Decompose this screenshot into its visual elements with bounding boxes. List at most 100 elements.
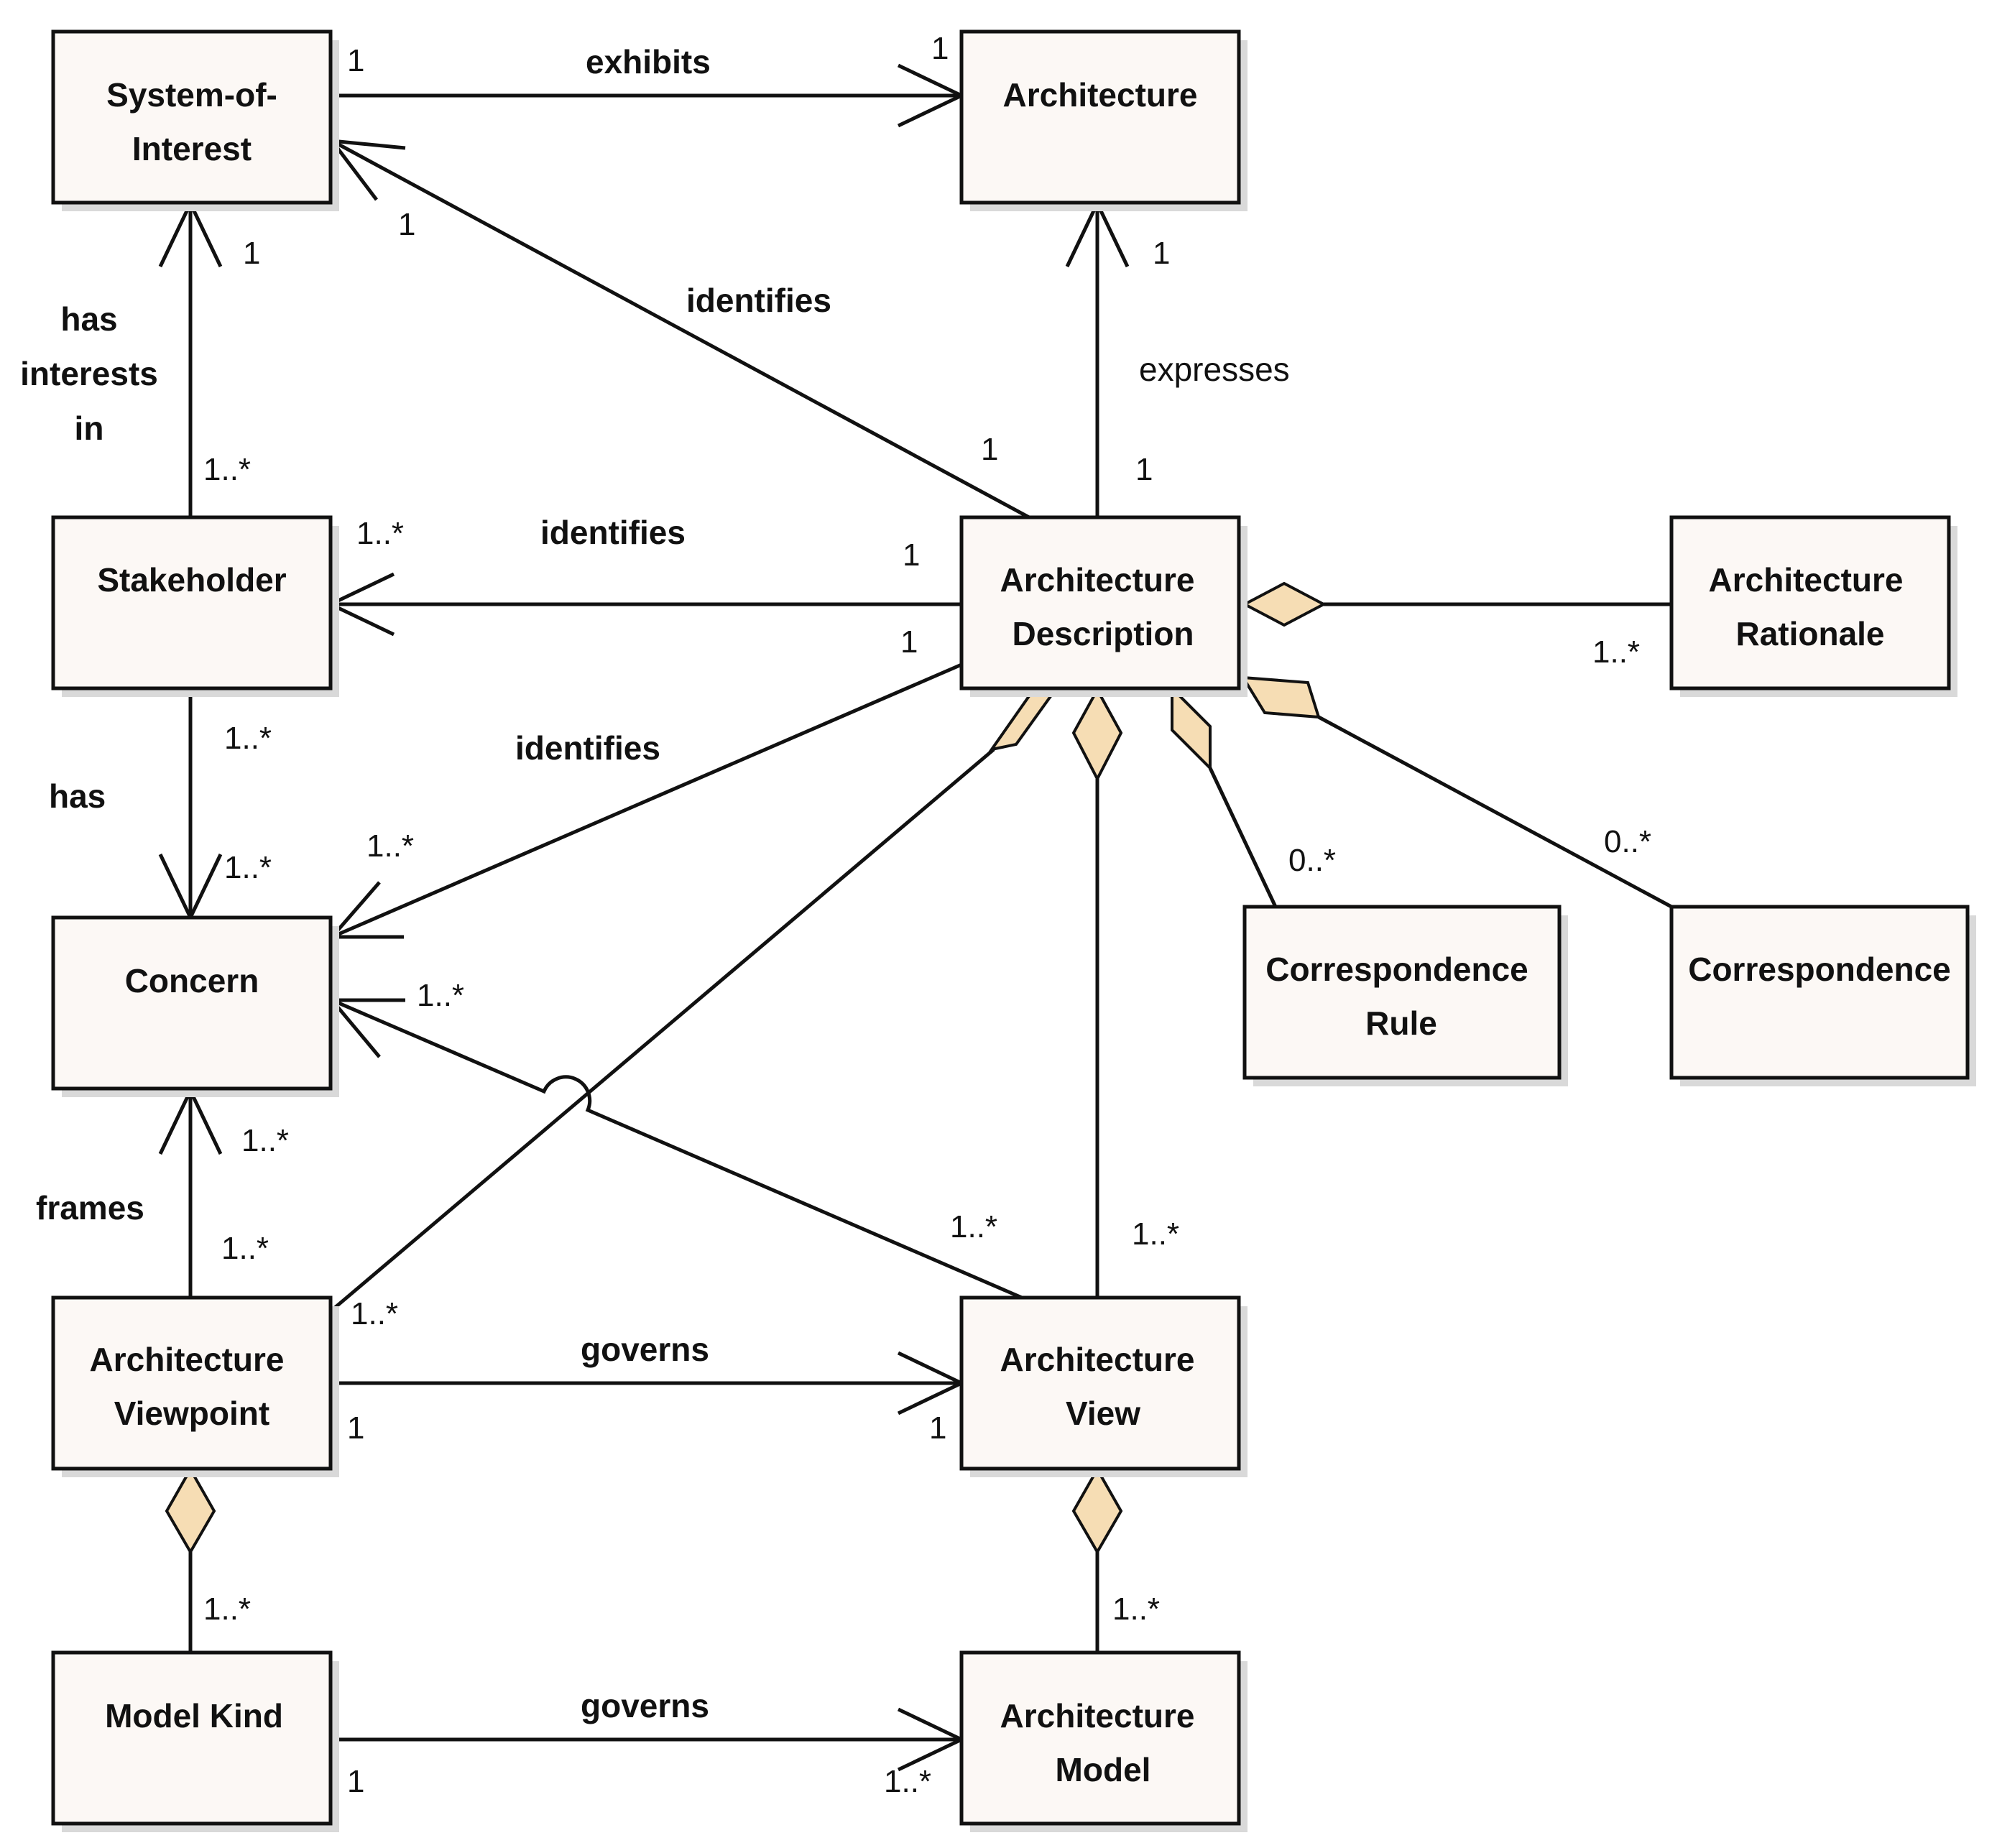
- identifies-concern-label: identifies: [515, 729, 660, 767]
- architecture-view-label-1: Architecture: [1000, 1341, 1195, 1378]
- svg-text:1..*: 1..*: [366, 828, 414, 864]
- svg-text:1..*: 1..*: [1132, 1216, 1179, 1252]
- svg-text:Concern: Concern: [125, 962, 259, 999]
- svg-text:1: 1: [1153, 236, 1170, 271]
- mult-stakeholder-has: 1..*: [224, 721, 272, 756]
- mult-view-concern: 1..*: [950, 1209, 997, 1244]
- architecture-view-label-2: View: [1066, 1395, 1140, 1432]
- svg-text:1..*: 1..*: [1112, 1591, 1160, 1627]
- svg-text:1..*: 1..*: [950, 1209, 997, 1244]
- svg-text:1..*: 1..*: [203, 1591, 251, 1627]
- mult-soi-stakeholder: 1: [243, 236, 260, 271]
- class-architecture-view[interactable]: Architecture View: [959, 1295, 1247, 1477]
- identifies-concern-line: [331, 662, 962, 939]
- has-label: has: [49, 777, 106, 815]
- mult-viewpoint-governs: 1: [347, 1410, 364, 1446]
- class-stakeholder[interactable]: Stakeholder: [51, 515, 339, 697]
- view-concern-line: [331, 998, 1023, 1300]
- svg-text:Model: Model: [1056, 1751, 1151, 1788]
- svg-text:1..*: 1..*: [356, 516, 404, 551]
- mult-correspondence: 0..*: [1604, 824, 1651, 859]
- identifies-soi-line: [331, 139, 1030, 519]
- model-diamond-icon: [1071, 1466, 1123, 1555]
- svg-text:Rule: Rule: [1365, 1004, 1437, 1042]
- system-of-interest-label-1: System-of-: [106, 76, 277, 114]
- svg-text:1..*: 1..*: [224, 850, 272, 885]
- class-architecture-viewpoint[interactable]: Architecture Viewpoint: [51, 1295, 339, 1477]
- class-architecture[interactable]: Architecture: [959, 29, 1247, 211]
- svg-text:1: 1: [1135, 452, 1153, 487]
- aggregation-diamonds: [165, 581, 1327, 1555]
- svg-text:1: 1: [347, 1410, 364, 1446]
- class-correspondence-rule[interactable]: Correspondence Rule: [1242, 905, 1568, 1086]
- class-concern[interactable]: Concern: [51, 915, 339, 1097]
- svg-text:1: 1: [900, 624, 918, 660]
- mult-modelkind-governs: 1: [347, 1764, 364, 1799]
- architecture-rationale-label-1: Architecture: [1709, 561, 1904, 599]
- svg-text:Model Kind: Model Kind: [105, 1697, 283, 1734]
- architecture-description-label-1: Architecture: [1000, 561, 1195, 599]
- svg-text:expresses: expresses: [1139, 351, 1290, 388]
- governs-view-label: governs: [581, 1331, 709, 1368]
- mult-view-ad: 1..*: [1132, 1216, 1179, 1252]
- svg-text:1..*: 1..*: [241, 1123, 289, 1158]
- svg-text:Architecture: Architecture: [1000, 561, 1195, 599]
- svg-text:exhibits: exhibits: [586, 43, 711, 80]
- mult-ad-identifies-stakeholder: 1: [903, 537, 920, 573]
- svg-text:1..*: 1..*: [221, 1231, 269, 1266]
- svg-text:has: has: [49, 777, 106, 815]
- mult-model-view: 1..*: [1112, 1591, 1160, 1627]
- mult-concern-has: 1..*: [224, 850, 272, 885]
- svg-text:Rationale: Rationale: [1735, 615, 1884, 652]
- mult-view-governed: 1: [929, 1410, 946, 1446]
- class-correspondence[interactable]: Correspondence: [1669, 905, 1976, 1086]
- has-interests-in-label-2: interests: [20, 355, 158, 392]
- svg-text:System-of-: System-of-: [106, 76, 277, 114]
- class-architecture-model[interactable]: Architecture Model: [959, 1650, 1247, 1832]
- svg-text:in: in: [75, 410, 104, 447]
- architecture-viewpoint-label-2: Viewpoint: [114, 1395, 269, 1432]
- architecture-rationale-label-2: Rationale: [1735, 615, 1884, 652]
- svg-text:Interest: Interest: [132, 130, 252, 167]
- svg-text:Architecture: Architecture: [1003, 76, 1198, 114]
- svg-text:Architecture: Architecture: [1000, 1341, 1195, 1378]
- svg-text:interests: interests: [20, 355, 158, 392]
- svg-text:1..*: 1..*: [203, 452, 251, 487]
- identifies-soi-label: identifies: [686, 282, 831, 319]
- svg-text:governs: governs: [581, 1331, 709, 1368]
- svg-text:1: 1: [398, 207, 415, 242]
- mult-ad-expresses: 1: [1135, 452, 1153, 487]
- correspondence-rule-label-2: Rule: [1365, 1004, 1437, 1042]
- class-model-kind[interactable]: Model Kind: [51, 1650, 339, 1832]
- svg-text:governs: governs: [581, 1687, 709, 1724]
- svg-text:1: 1: [929, 1410, 946, 1446]
- mult-correspondence-rule: 0..*: [1288, 843, 1336, 878]
- class-system-of-interest[interactable]: System-of- Interest: [51, 29, 339, 211]
- rationale-diamond-icon: [1241, 581, 1327, 627]
- has-interests-in-label-1: has: [60, 300, 117, 338]
- concern-label: Concern: [125, 962, 259, 999]
- mult-concern-view: 1..*: [417, 978, 464, 1013]
- frames-label: frames: [36, 1189, 144, 1226]
- svg-text:1: 1: [981, 432, 998, 467]
- svg-text:identifies: identifies: [540, 514, 686, 551]
- svg-text:Correspondence: Correspondence: [1265, 951, 1528, 988]
- mult-stakeholder-identified: 1..*: [356, 516, 404, 551]
- view-diamond-icon: [1071, 686, 1123, 782]
- svg-text:1..*: 1..*: [417, 978, 464, 1013]
- mult-concern-frames: 1..*: [241, 1123, 289, 1158]
- multiplicities: 1 1 1 1 1 1..* 1 1 1..* 1 1 1..* 1..* 1.…: [203, 31, 1651, 1799]
- expresses-label: expresses: [1139, 351, 1290, 388]
- svg-text:1..*: 1..*: [884, 1764, 931, 1799]
- correspondence-rule-label-1: Correspondence: [1265, 951, 1528, 988]
- svg-text:0..*: 0..*: [1288, 843, 1336, 878]
- class-architecture-description[interactable]: Architecture Description: [959, 515, 1247, 697]
- svg-text:1..*: 1..*: [1592, 634, 1640, 670]
- mult-viewpoint-ad: 1..*: [351, 1296, 398, 1331]
- mult-modelkind-viewpoint: 1..*: [203, 1591, 251, 1627]
- svg-text:1: 1: [243, 236, 260, 271]
- architecture-model-label-1: Architecture: [1000, 1697, 1195, 1734]
- architecture-description-label-2: Description: [1012, 615, 1194, 652]
- class-architecture-rationale[interactable]: Architecture Rationale: [1669, 515, 1957, 697]
- svg-text:View: View: [1066, 1395, 1140, 1432]
